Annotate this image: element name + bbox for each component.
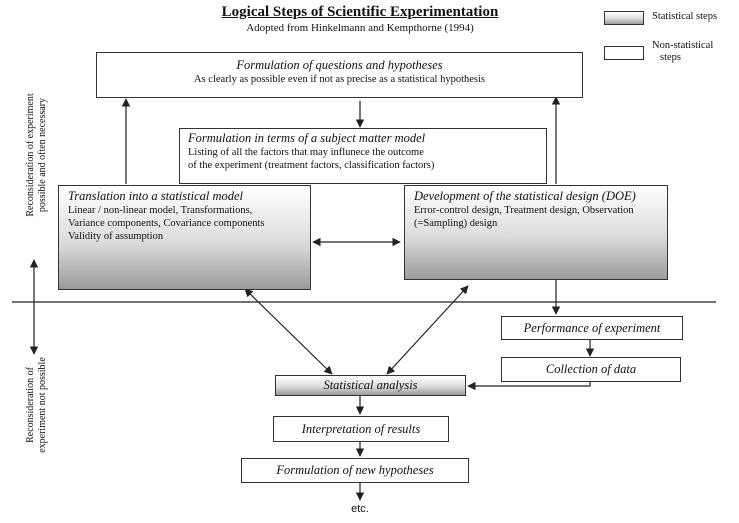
box-statistical-model-line2: Variance components, Covariance componen…: [68, 218, 265, 229]
footer-etc: etc.: [351, 503, 369, 515]
box-performance-experiment: Performance of experiment: [501, 316, 683, 340]
box-subject-matter-model-line1: Listing of all the factors that may infl…: [188, 147, 424, 158]
box-new-hypotheses: Formulation of new hypotheses: [241, 458, 469, 483]
side-label-upper-line1: Reconsideration of experiment: [25, 93, 36, 217]
legend-label-non-statistical: Non-statistical steps: [652, 40, 713, 64]
legend-swatch-statistical: [604, 11, 644, 25]
box-subject-matter-model: Formulation in terms of a subject matter…: [179, 128, 547, 184]
box-statistical-model-line1: Linear / non-linear model, Transformatio…: [68, 205, 253, 216]
box-statistical-analysis: Statistical analysis: [275, 375, 466, 396]
box-statistical-design-line1: Error-control design, Treatment design, …: [414, 205, 634, 216]
side-label-upper: Reconsideration of experiment possible a…: [25, 65, 51, 245]
arrow-collection-to-analysis: [467, 381, 591, 391]
box-statistical-design: Development of the statistical design (D…: [404, 185, 668, 280]
box-subject-matter-model-line2: of the experiment (treatment factors, cl…: [188, 160, 435, 171]
box-statistical-model: Translation into a statistical model Lin…: [58, 185, 311, 290]
box-statistical-model-title: Translation into a statistical model: [68, 189, 244, 203]
box-collection-data: Collection of data: [501, 357, 681, 382]
arrow-design-analysis: [386, 285, 469, 375]
legend-label-non-statistical-line1: Non-statistical: [652, 40, 714, 51]
diagram-subtitle: Adopted from Hinkelmann and Kempthorne (…: [246, 22, 474, 34]
box-formulation-hypotheses-text: As clearly as possible even if not as pr…: [193, 74, 485, 85]
legend-label-non-statistical-line2: steps: [660, 52, 681, 63]
side-label-lower: Reconsideration of experiment not possib…: [25, 347, 51, 463]
box-statistical-model-line3: Validity of assumption: [68, 231, 164, 242]
side-label-lower-line2: experiment not possible: [37, 357, 48, 453]
box-subject-matter-model-title: Formulation in terms of a subject matter…: [188, 131, 426, 145]
box-statistical-design-title: Development of the statistical design (D…: [414, 189, 636, 203]
legend-swatch-non-statistical: [604, 46, 644, 60]
box-formulation-hypotheses: Formulation of questions and hypotheses …: [96, 52, 583, 98]
arrow-model-analysis: [244, 288, 333, 375]
box-formulation-hypotheses-title: Formulation of questions and hypotheses: [236, 58, 443, 72]
box-statistical-design-line2: (=Sampling) design: [414, 218, 498, 229]
side-label-upper-line2: possible and often necessary: [37, 97, 48, 213]
box-interpretation-results: Interpretation of results: [273, 416, 449, 442]
side-label-lower-line1: Reconsideration of: [25, 367, 36, 443]
diagram-title: Logical Steps of Scientific Experimentat…: [221, 4, 499, 20]
legend-label-statistical: Statistical steps: [652, 11, 718, 22]
